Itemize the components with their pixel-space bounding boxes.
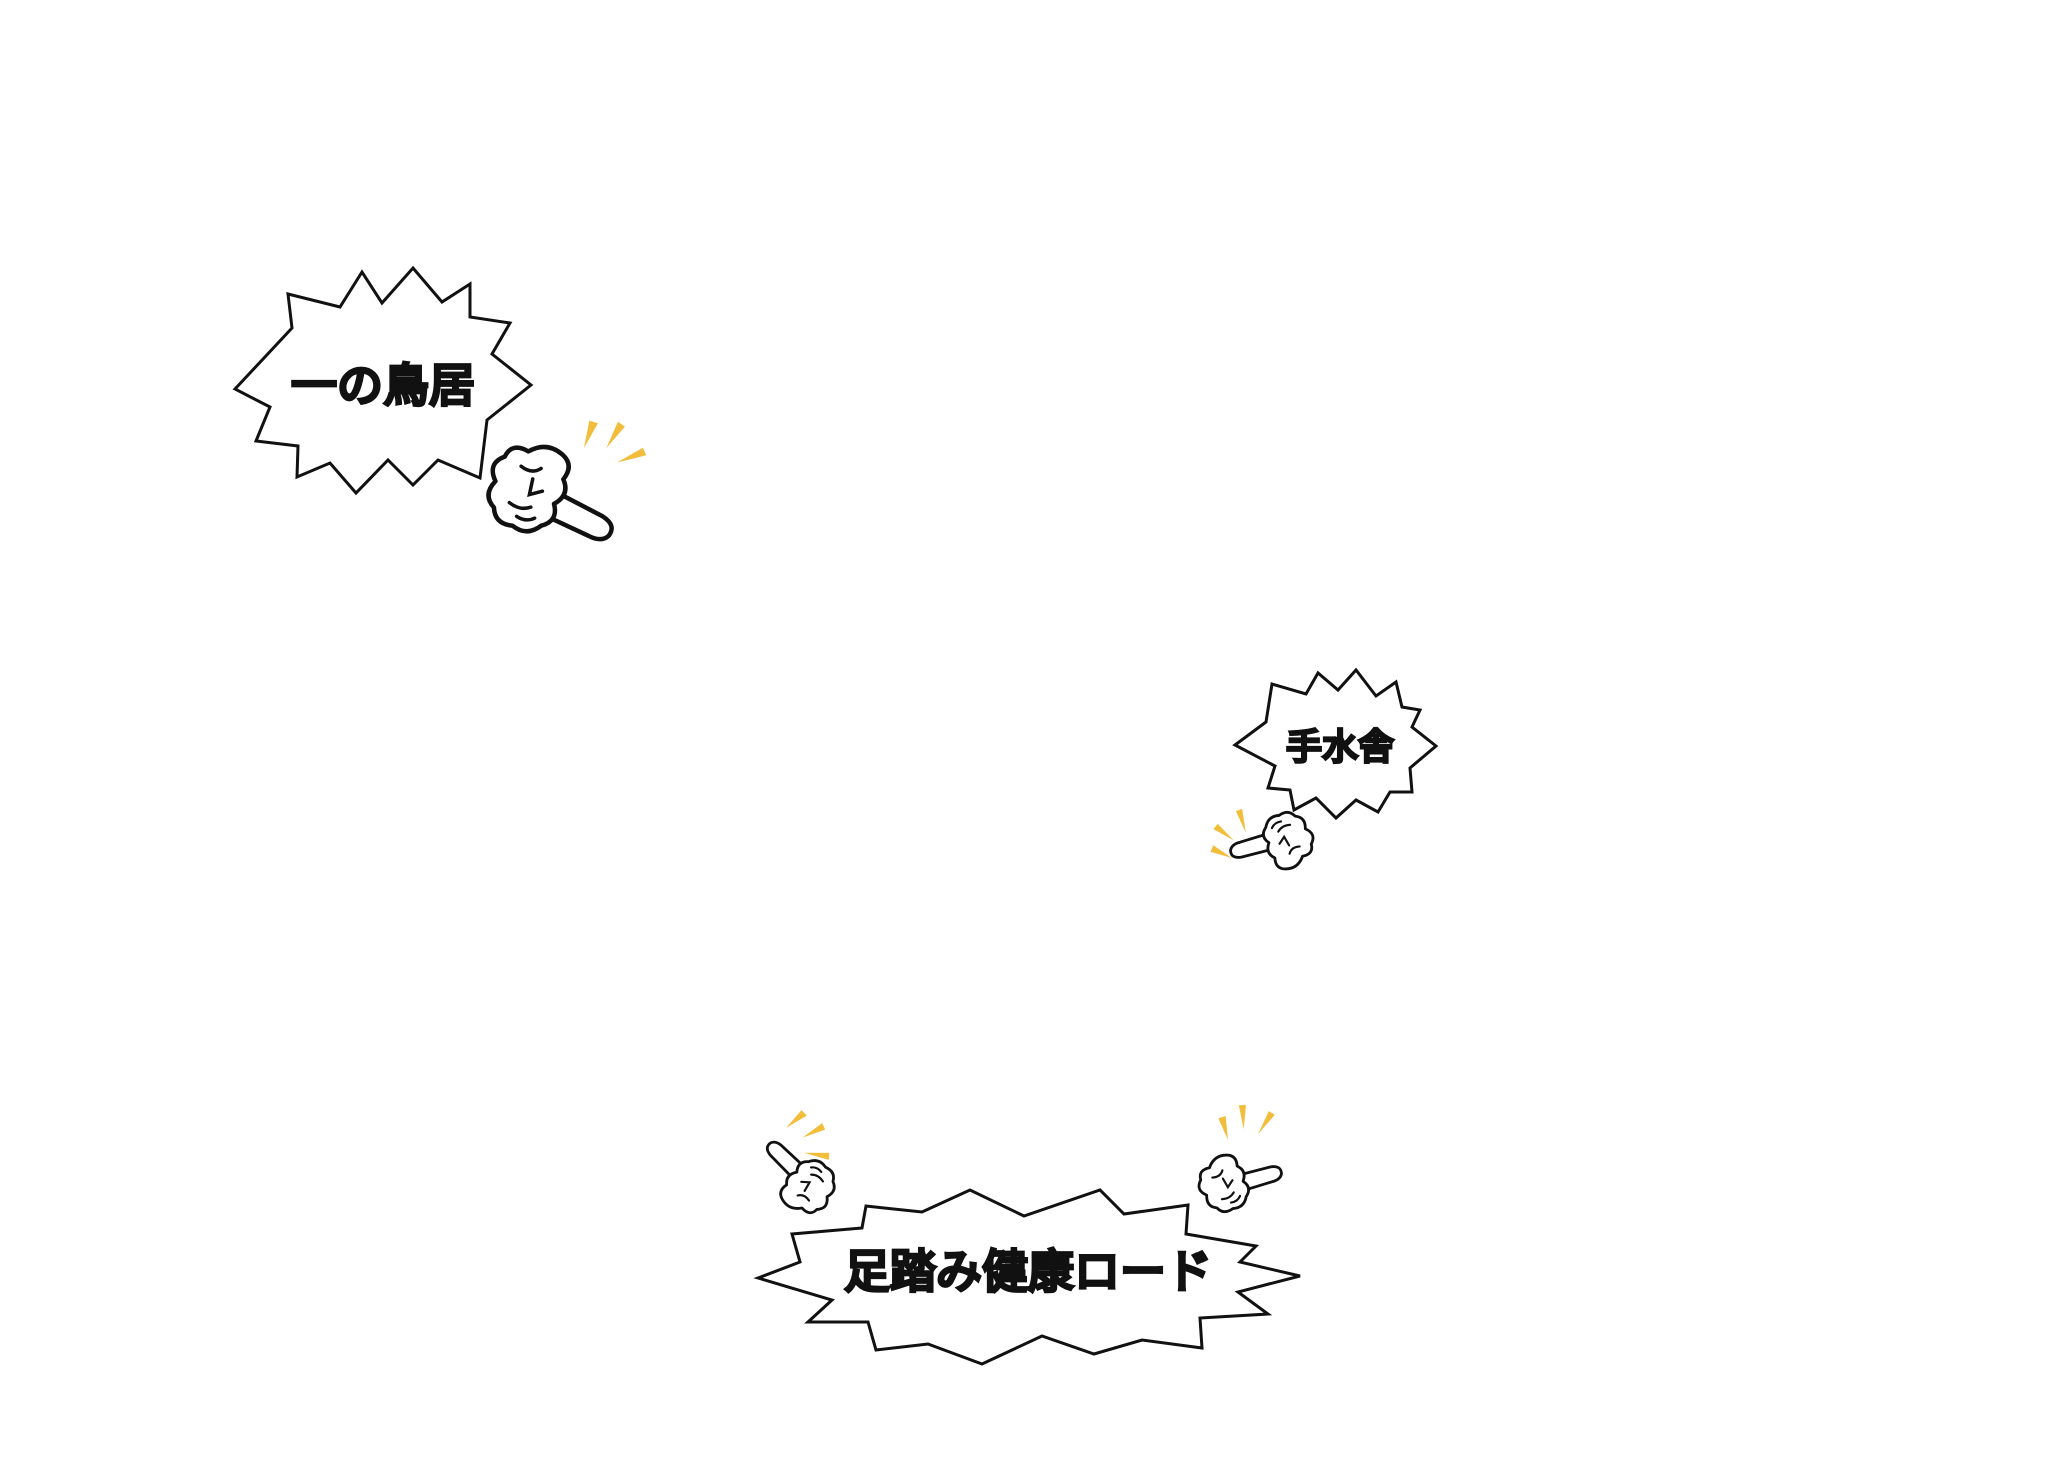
label-temizuya[interactable]: 手水舎 — [1207, 667, 1439, 893]
label-text-foot-health-road: 足踏み健康ロード — [844, 1245, 1212, 1299]
label-text-temizuya: 手水舎 — [1286, 727, 1394, 768]
sparkle-icon — [579, 411, 647, 468]
sparkle-icon-right — [1212, 1088, 1277, 1153]
pointing-hand-icon-left — [745, 1133, 845, 1224]
label-ichi-no-torii[interactable]: 一の鳥居 — [232, 265, 647, 549]
label-text-ichi-no-torii: 一の鳥居 — [291, 359, 475, 413]
label-foot-health-road[interactable]: 足踏み健康ロード — [745, 1088, 1301, 1366]
burst-bubble-foot-health-road — [753, 1188, 1301, 1366]
pointing-hand-icon-right — [1188, 1131, 1288, 1222]
pointing-hand-icon — [482, 437, 626, 549]
burst-bubble-temizuya — [1232, 667, 1439, 821]
burst-bubble-ichi-no-torii — [232, 265, 534, 496]
